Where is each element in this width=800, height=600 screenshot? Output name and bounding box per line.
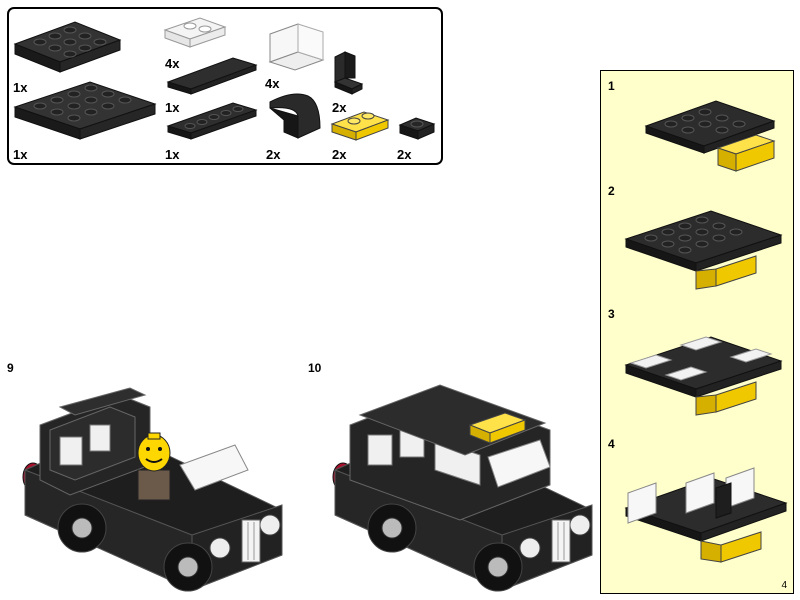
step-illustration-10	[330, 385, 595, 590]
sub-step-illustration-1	[646, 101, 781, 176]
part-plate-1x2-transparent	[165, 15, 230, 50]
part-plate-4x6	[15, 22, 125, 77]
step-illustration-9	[20, 385, 295, 590]
step-number: 2	[608, 184, 615, 198]
step-number: 3	[608, 307, 615, 321]
qty-label: 2x	[397, 147, 411, 162]
sub-assembly-panel: 1 2 3 4 4	[600, 70, 794, 594]
qty-label: 2x	[332, 147, 346, 162]
part-windscreen-1x2-transparent	[268, 22, 326, 72]
sub-step-illustration-2	[626, 211, 786, 301]
sub-step-illustration-4	[626, 463, 791, 583]
qty-label: 2x	[266, 147, 280, 162]
step-number: 10	[308, 361, 321, 375]
part-plate-1x6	[168, 98, 260, 140]
part-plate-1x1	[398, 113, 438, 143]
sub-step-illustration-3	[626, 333, 786, 428]
qty-label: 1x	[165, 147, 179, 162]
qty-label: 1x	[13, 147, 27, 162]
part-slope-curved	[268, 88, 326, 144]
part-plate-6x6	[15, 82, 160, 142]
step-number: 9	[7, 361, 14, 375]
part-bracket-1x1	[330, 52, 370, 97]
part-tile-1x6	[168, 55, 260, 95]
step-number: 4	[608, 437, 615, 451]
part-plate-1x2-yellow	[330, 108, 392, 142]
step-number: 1	[608, 79, 615, 93]
